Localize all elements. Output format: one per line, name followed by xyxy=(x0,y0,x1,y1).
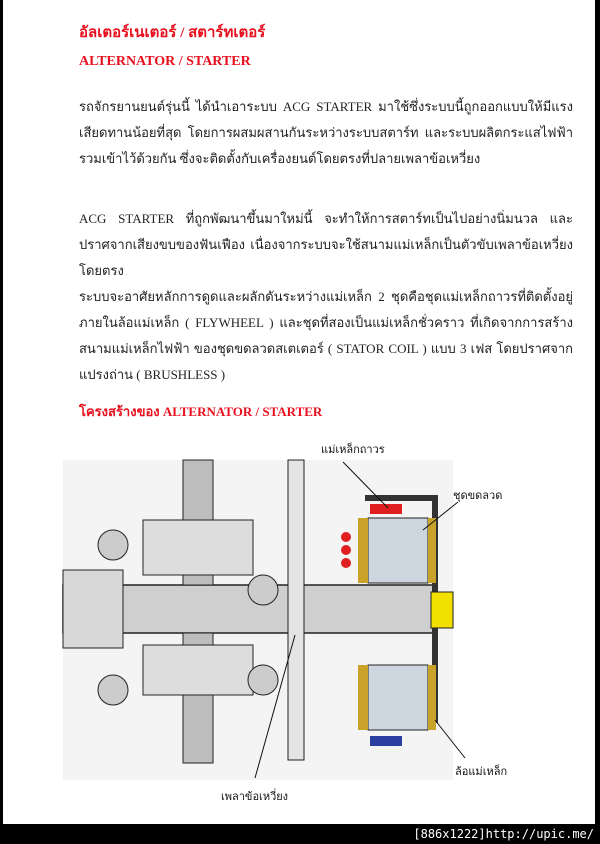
paragraph-text: ACG STARTER ที่ถูกพัฒนาขึ้นมาใหม่นี้ จะท… xyxy=(79,211,573,278)
paragraph-3: ระบบจะอาศัยหลักการดูดและผลักดันระหว่างแม… xyxy=(79,284,573,388)
stator-coil-bottom xyxy=(367,664,429,731)
alternator-diagram xyxy=(62,459,466,780)
document-page: อัลเตอร์เนเตอร์ / สตาร์ทเตอร์ ALTERNATOR… xyxy=(3,0,595,824)
title-english: ALTERNATOR / STARTER xyxy=(79,54,251,69)
flywheel-nut xyxy=(430,591,454,629)
paragraph-text: รถจักรยานยนต์รุ่นนี้ ได้นำเอาระบบ ACG ST… xyxy=(79,99,573,166)
paragraph-2: ACG STARTER ที่ถูกพัฒนาขึ้นมาใหม่นี้ จะท… xyxy=(79,206,573,284)
label-permanent-magnet: แม่เหล็กถาวร xyxy=(321,443,385,456)
label-flywheel: ล้อแม่เหล็ก xyxy=(455,765,508,778)
paragraph-text: ระบบจะอาศัยหลักการดูดและผลักดันระหว่างแม… xyxy=(79,289,573,382)
watermark: [886x1222]http://upic.me/ xyxy=(413,827,594,841)
permanent-magnet-red xyxy=(370,504,402,514)
stator-coil-top xyxy=(367,517,429,584)
paragraph-1: รถจักรยานยนต์รุ่นนี้ ได้นำเอาระบบ ACG ST… xyxy=(79,94,573,172)
label-crankshaft: เพลาข้อเหวี่ยง xyxy=(221,790,289,803)
label-coil: ชุดขดลวด xyxy=(453,489,503,502)
title-thai: อัลเตอร์เนเตอร์ / สตาร์ทเตอร์ xyxy=(79,25,266,41)
permanent-magnet-blue xyxy=(370,736,402,746)
section-heading: โครงสร้างของ ALTERNATOR / STARTER xyxy=(79,404,323,419)
